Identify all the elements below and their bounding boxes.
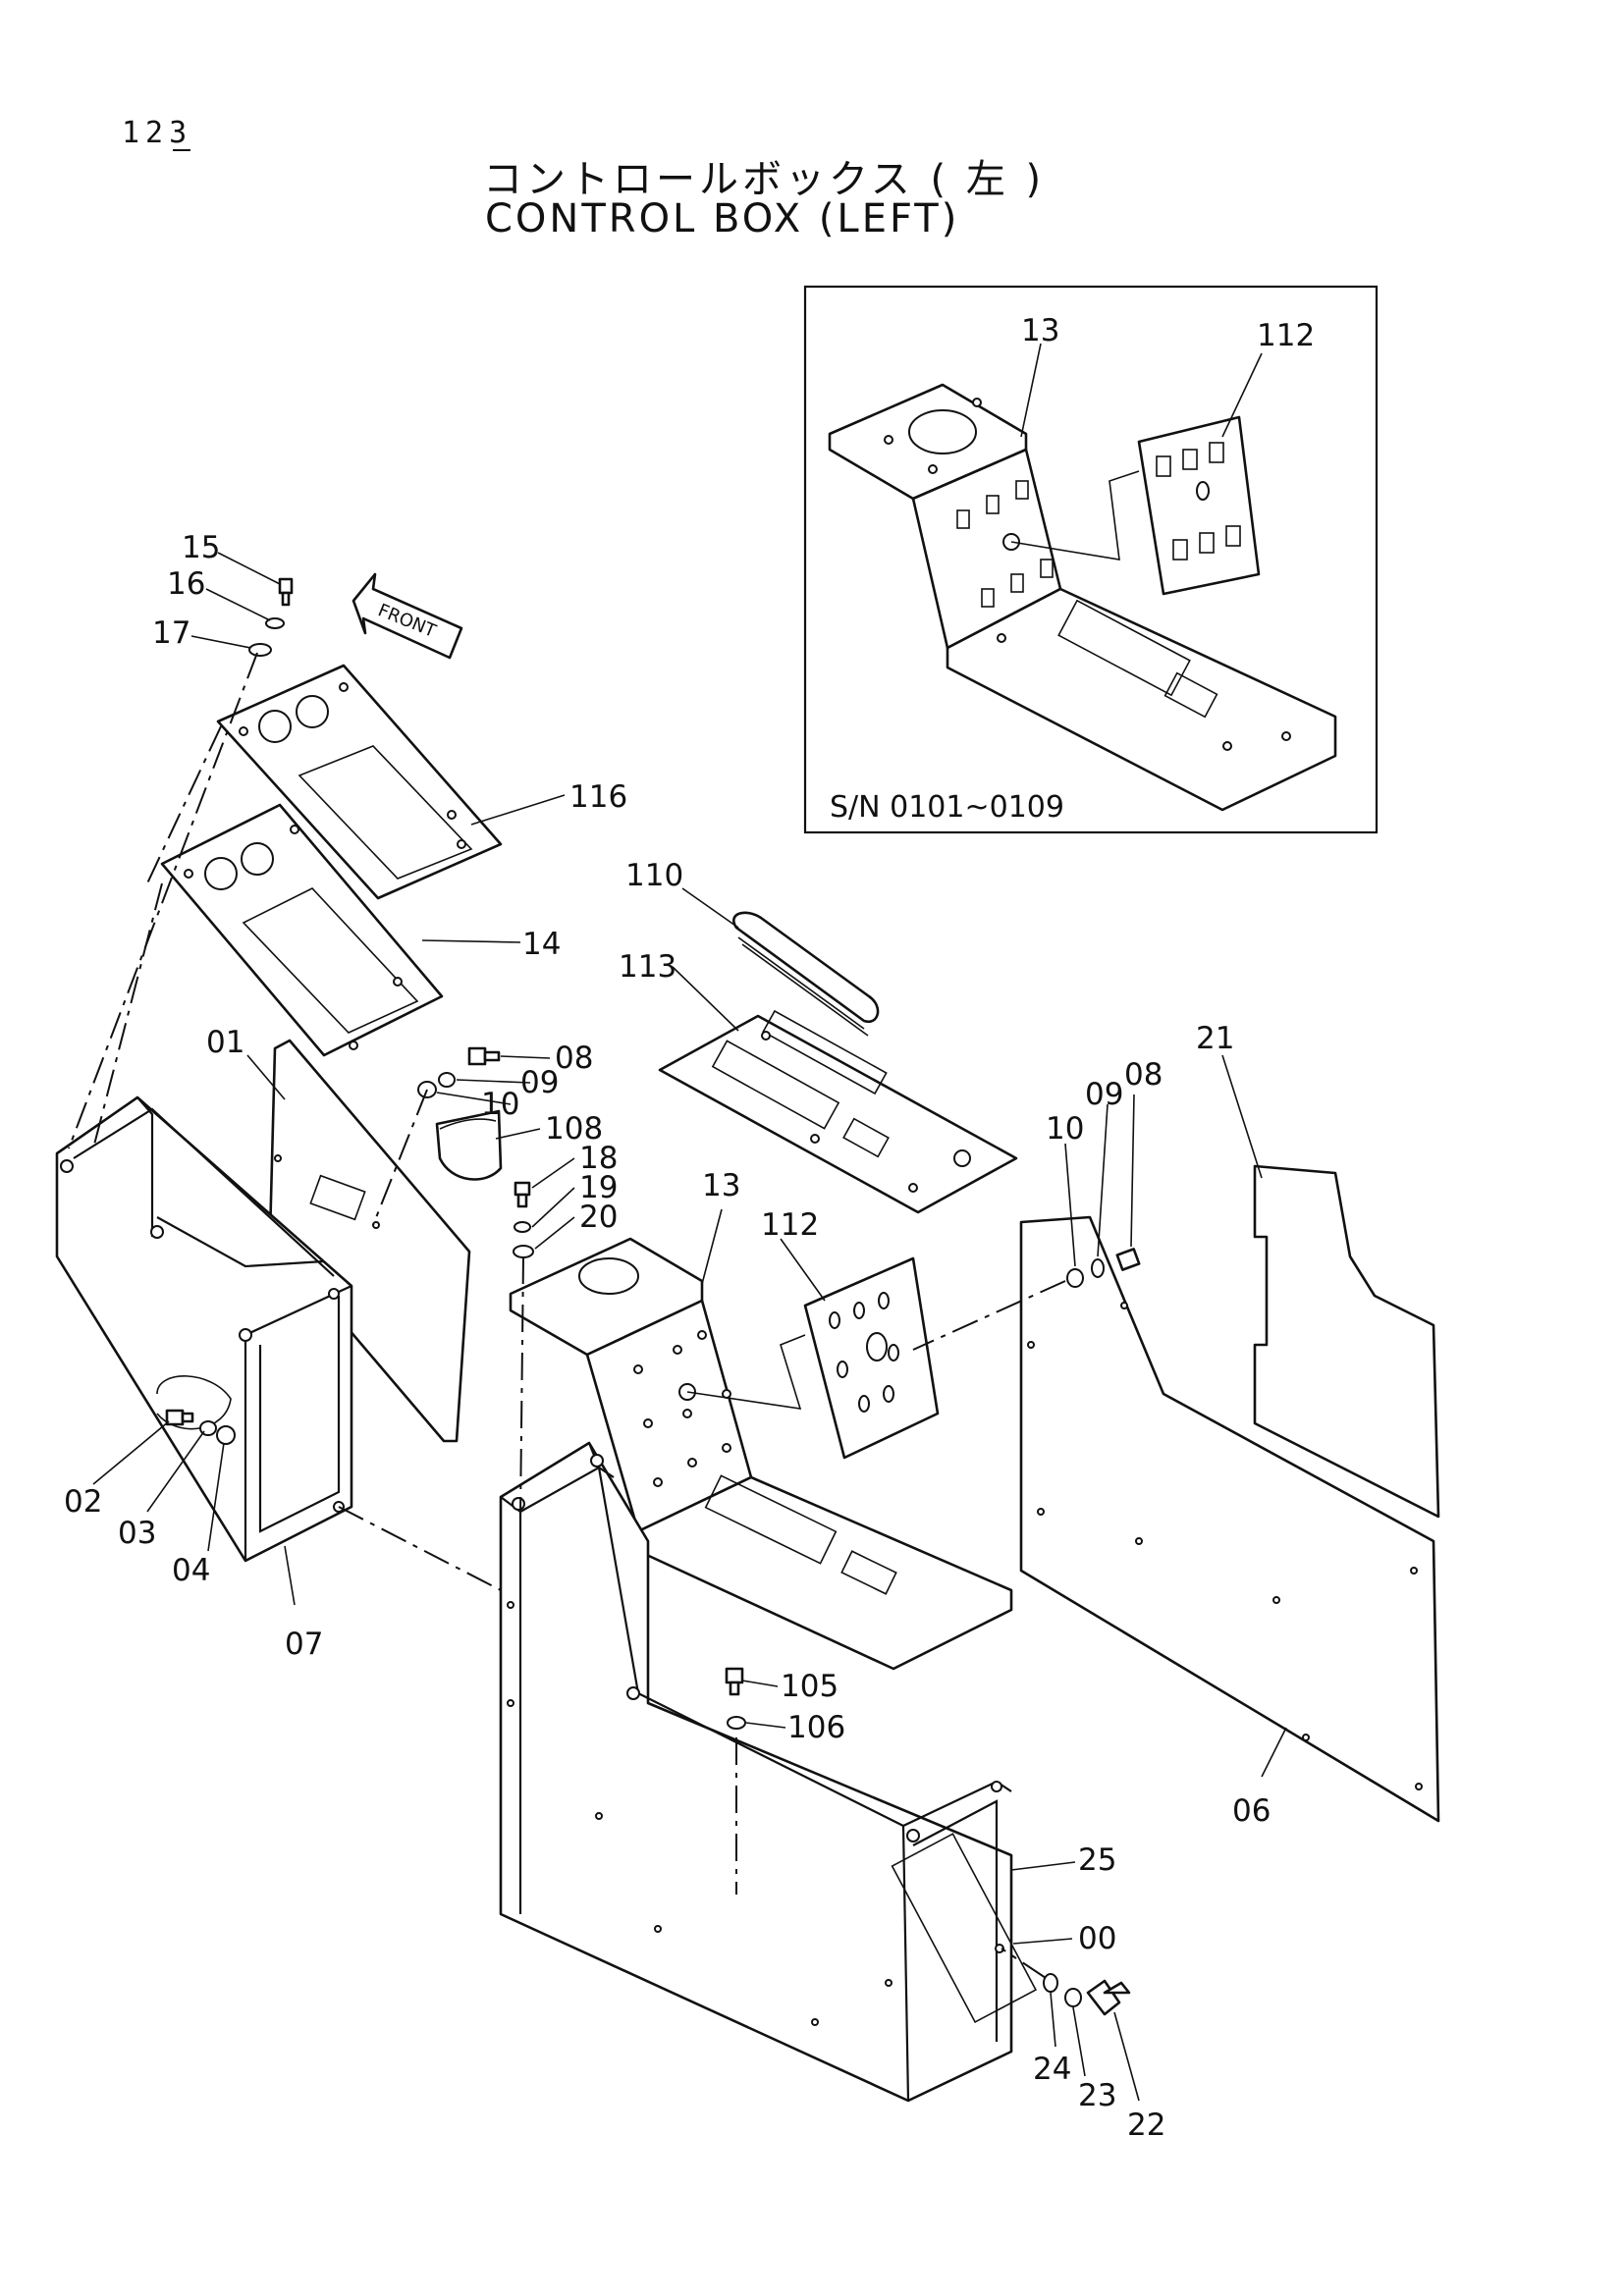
callout-25: 25 bbox=[1078, 1842, 1116, 1878]
callout-14: 14 bbox=[522, 927, 561, 962]
callout-03: 03 bbox=[118, 1516, 156, 1551]
callout-04: 04 bbox=[172, 1553, 210, 1588]
callout-23: 23 bbox=[1078, 2078, 1116, 2113]
leader-lines bbox=[92, 552, 1287, 2102]
gasket-110 bbox=[732, 911, 880, 1037]
callout-15: 15 bbox=[182, 530, 220, 565]
callout-13: 13 bbox=[702, 1168, 740, 1203]
inset-frame bbox=[803, 285, 1379, 834]
callout-113: 113 bbox=[619, 949, 676, 985]
callout-07: 07 bbox=[285, 1627, 323, 1662]
box-07 bbox=[55, 1095, 353, 1563]
inset-bracket-13 bbox=[828, 383, 1337, 812]
assembly-center-lines bbox=[68, 652, 1066, 1979]
cover-108 bbox=[435, 1109, 503, 1181]
bolt-105-106 bbox=[725, 1667, 746, 1895]
plate-113 bbox=[658, 1009, 1018, 1214]
bolt-08-09-10-right bbox=[1066, 1248, 1141, 1288]
callout-10-right: 10 bbox=[1046, 1111, 1084, 1147]
screw-15-16-17 bbox=[248, 577, 294, 657]
callout-20: 20 bbox=[579, 1200, 618, 1235]
callout-112: 112 bbox=[761, 1207, 819, 1243]
callout-106: 106 bbox=[787, 1710, 845, 1745]
plate-112 bbox=[686, 1256, 940, 1460]
inset-callout-13: 13 bbox=[1021, 313, 1059, 348]
inset-plate-112 bbox=[1010, 415, 1261, 596]
plate-14 bbox=[160, 803, 444, 1057]
page-number: 123 bbox=[122, 116, 193, 150]
callout-09-right: 09 bbox=[1085, 1077, 1123, 1112]
callout-22: 22 bbox=[1127, 2108, 1165, 2143]
callout-116: 116 bbox=[569, 779, 627, 815]
cover-21 bbox=[1253, 1164, 1440, 1519]
callout-08-upper: 08 bbox=[555, 1041, 593, 1076]
title-japanese: コントロールボックス ( 左 ) bbox=[483, 157, 1046, 202]
side-plate-06 bbox=[1019, 1215, 1440, 1823]
main-body-00 bbox=[499, 1441, 1038, 2103]
front-direction-arrow: FRONT bbox=[352, 572, 463, 660]
callout-08-right: 08 bbox=[1124, 1057, 1163, 1093]
screw-18-19-20 bbox=[513, 1181, 534, 1258]
callout-06: 06 bbox=[1232, 1793, 1271, 1829]
inset-variant-box: 13 112 S/N 0101~0109 bbox=[803, 285, 1379, 834]
callout-18: 18 bbox=[579, 1141, 618, 1176]
callout-01: 01 bbox=[206, 1025, 244, 1060]
inset-callout-112: 112 bbox=[1257, 318, 1315, 353]
callout-09-upper: 09 bbox=[520, 1065, 559, 1100]
plate-116 bbox=[216, 664, 503, 900]
callout-21: 21 bbox=[1196, 1021, 1234, 1056]
callout-02: 02 bbox=[64, 1484, 102, 1520]
inset-serial-range: S/N 0101~0109 bbox=[830, 790, 1064, 825]
callout-00: 00 bbox=[1078, 1921, 1116, 1956]
callout-10-upper: 10 bbox=[481, 1087, 519, 1122]
callout-110: 110 bbox=[625, 858, 683, 893]
bolt-22-23-24 bbox=[1043, 1973, 1131, 2016]
callout-17: 17 bbox=[152, 615, 190, 651]
callout-24: 24 bbox=[1033, 2052, 1071, 2087]
page-number-underline bbox=[173, 149, 190, 151]
callout-108: 108 bbox=[545, 1111, 603, 1147]
callout-19: 19 bbox=[579, 1170, 618, 1205]
callout-105: 105 bbox=[781, 1669, 839, 1704]
callout-16: 16 bbox=[167, 566, 205, 602]
title-english: CONTROL BOX (LEFT) bbox=[485, 196, 960, 241]
bracket-13 bbox=[509, 1237, 1013, 1671]
callout-labels: 15 16 17 116 14 110 113 01 08 09 10 108 … bbox=[64, 530, 1271, 2143]
